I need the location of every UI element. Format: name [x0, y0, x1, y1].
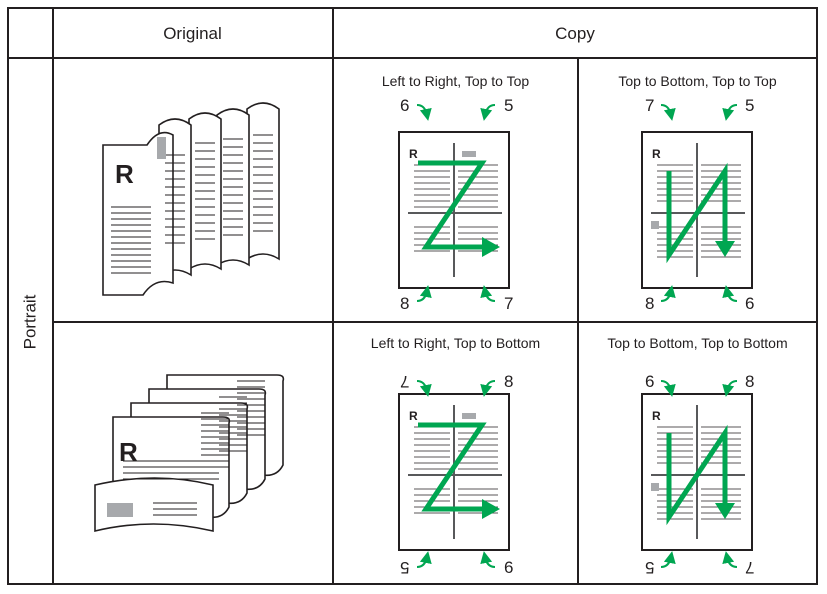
original-stack-illustration — [94, 374, 285, 533]
label-column-divider — [52, 9, 54, 583]
page-letter-r1c2: R — [652, 147, 661, 161]
copy-page-r2c1 — [398, 393, 510, 551]
copy-page-r2c2 — [641, 393, 753, 551]
page-letter-r2c1: R — [409, 409, 418, 423]
num-r1c1-bottom-left: 8 — [400, 294, 410, 313]
original-letter-r1: R — [115, 159, 134, 189]
page-letter-r2c2: R — [652, 409, 661, 423]
header-copy: Copy — [555, 23, 595, 43]
num-r1c2-top-left: 7 — [645, 96, 655, 115]
caption-r2c2: Top to Bottom, Top to Bottom — [607, 335, 788, 351]
caption-r1c1: Left to Right, Top to Top — [381, 73, 530, 89]
copy-page-r1c1 — [398, 131, 510, 289]
num-r1c1-top-left: 6 — [400, 96, 410, 115]
copy-columns-divider — [577, 58, 579, 583]
original-booklet-illustration — [102, 102, 280, 296]
num-r1c1-top-right: 5 — [504, 96, 514, 115]
corner-arrows — [416, 104, 738, 568]
num-r1c1-bottom-right: 7 — [504, 294, 514, 313]
original-letter-r2: R — [119, 437, 138, 467]
row-divider — [52, 321, 816, 323]
num-r2c1-bottom-right: 6 — [504, 558, 514, 577]
caption-r2c1: Left to Right, Top to Bottom — [370, 335, 541, 351]
num-r2c2-top-left: 6 — [645, 372, 655, 391]
num-r2c1-top-right: 8 — [504, 372, 514, 391]
page-letter-r1c1: R — [409, 147, 418, 161]
caption-r1c2: Top to Bottom, Top to Top — [618, 73, 777, 89]
num-r1c2-bottom-left: 8 — [645, 294, 655, 313]
header-divider — [9, 57, 816, 59]
num-r1c2-bottom-right: 6 — [745, 294, 755, 313]
original-copy-divider — [332, 9, 334, 583]
layout-table: Original Copy Portrait Left to Right, To… — [7, 7, 818, 585]
header-original: Original — [163, 23, 222, 43]
copy-page-r1c2 — [641, 131, 753, 289]
num-r2c2-top-right: 8 — [745, 372, 755, 391]
num-r1c2-top-right: 5 — [745, 96, 755, 115]
